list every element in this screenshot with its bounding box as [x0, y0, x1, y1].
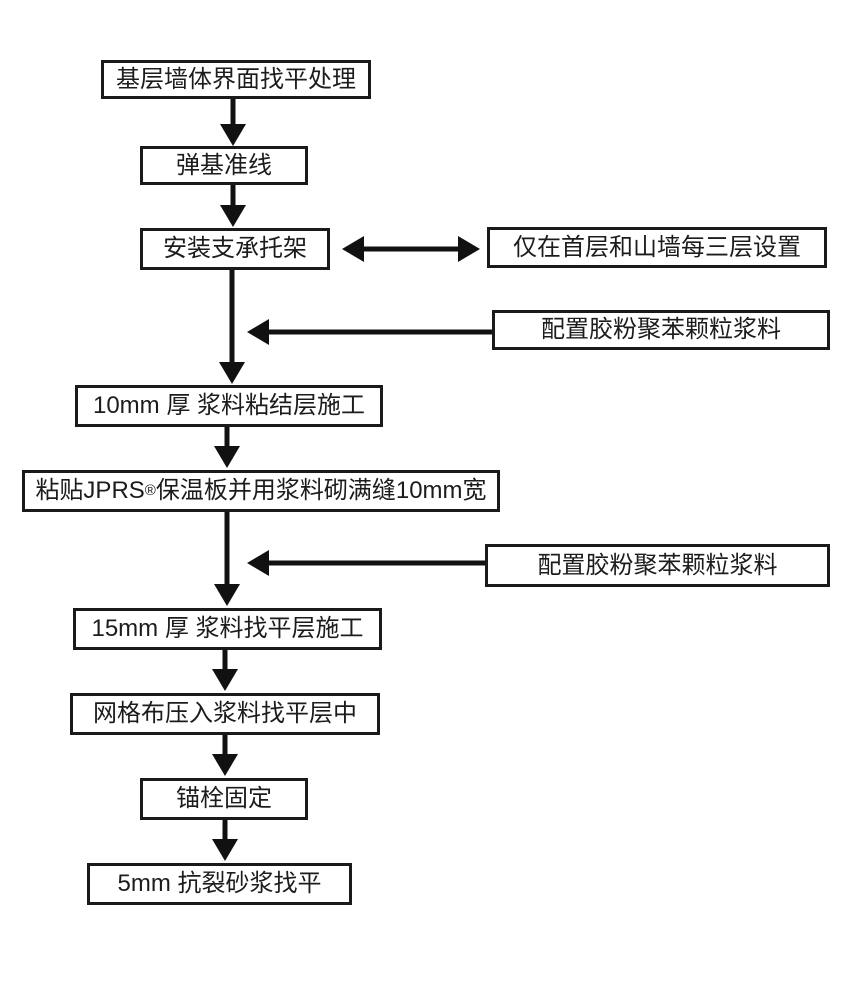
step-label-prefix: 粘贴JPRS: [35, 477, 145, 504]
step-label: 弹基准线: [176, 151, 272, 179]
arrowhead-down-3: [219, 362, 245, 384]
note-bracket-placement: 仅在首层和山墙每三层设置: [487, 227, 827, 268]
step-9-5mm-anticrack-mortar-leveling: 5mm 抗裂砂浆找平: [87, 863, 352, 905]
note-label: 配置胶粉聚苯颗粒浆料: [537, 551, 778, 579]
note-label: 配置胶粉聚苯颗粒浆料: [541, 316, 781, 343]
step-label-suffix: 保温板并用浆料砌满缝10mm宽: [155, 477, 487, 504]
step-4-10mm-bonding-layer: 10mm 厚 浆料粘结层施工: [75, 385, 383, 427]
step-8-anchor-bolt-fixing: 锚栓固定: [140, 778, 308, 820]
step-label: 网格布压入浆料找平层中: [93, 700, 357, 727]
step-1-base-wall-leveling: 基层墙体界面找平处理: [101, 60, 371, 99]
note-prepare-polystyrene-slurry-1: 配置胶粉聚苯颗粒浆料: [492, 310, 830, 350]
arrowhead-left-note2: [247, 319, 269, 345]
step-label: 5mm 抗裂砂浆找平: [117, 870, 322, 897]
arrowhead-left-double: [342, 236, 364, 262]
step-label: 10mm 厚 浆料粘结层施工: [92, 392, 365, 419]
note-prepare-polystyrene-slurry-2: 配置胶粉聚苯颗粒浆料: [485, 544, 830, 587]
arrowhead-right-double: [458, 236, 480, 262]
step-3-install-support-bracket: 安装支承托架: [140, 228, 330, 270]
step-label: 锚栓固定: [176, 785, 272, 812]
note-label: 仅在首层和山墙每三层设置: [513, 233, 801, 261]
arrowhead-down-8: [212, 839, 238, 861]
arrowhead-down-6: [212, 669, 238, 691]
arrowhead-down-1: [220, 124, 246, 146]
step-6-15mm-leveling-layer: 15mm 厚 浆料找平层施工: [73, 608, 382, 650]
arrowhead-left-note3: [247, 550, 269, 576]
step-2-snap-reference-line: 弹基准线: [140, 146, 308, 185]
arrowhead-down-4: [214, 446, 240, 468]
step-5-paste-insulation-board: 粘贴JPRS®保温板并用浆料砌满缝10mm宽: [22, 470, 500, 512]
step-7-press-mesh-into-leveling-layer: 网格布压入浆料找平层中: [70, 693, 380, 735]
step-label: 安装支承托架: [163, 235, 307, 262]
arrowhead-down-2: [220, 205, 246, 227]
arrowhead-down-5: [214, 584, 240, 606]
step-label: 15mm 厚 浆料找平层施工: [91, 615, 364, 642]
step-label: 基层墙体界面找平处理: [116, 65, 356, 93]
arrowhead-down-7: [212, 754, 238, 776]
